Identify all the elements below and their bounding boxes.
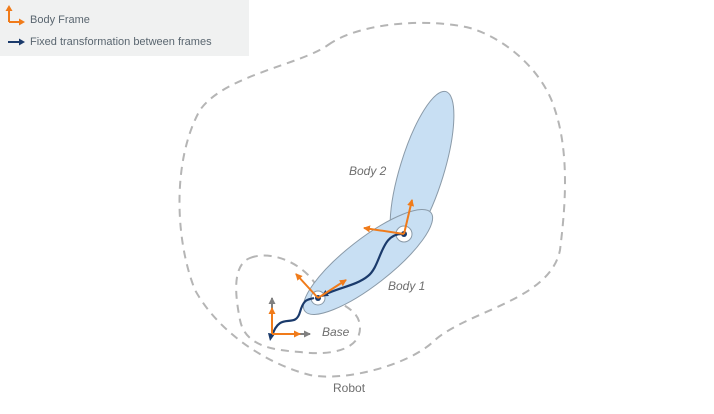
body-frame-legend-icon xyxy=(5,5,25,26)
body-2-label: Body 2 xyxy=(349,164,387,178)
body-2-frame-axes xyxy=(363,199,415,235)
legend-icons xyxy=(5,5,25,46)
legend: Body Frame Fixed transformation between … xyxy=(0,0,249,56)
robot-outline xyxy=(178,21,566,378)
base-label: Base xyxy=(322,325,350,339)
legend-transformation-label: Fixed transformation between frames xyxy=(30,36,212,48)
body-1-shape xyxy=(302,209,434,315)
transformation-base-to-body1 xyxy=(270,296,315,337)
body-1-frame-axes xyxy=(295,273,347,299)
robot-label: Robot xyxy=(333,381,366,395)
transformation-body1-to-body2 xyxy=(321,232,405,297)
legend-body-frame-label: Body Frame xyxy=(30,14,90,26)
base-frame-orange-axes xyxy=(268,307,301,338)
base-outline xyxy=(235,254,362,355)
transform-arrow-legend-icon xyxy=(8,38,25,46)
body-1-label: Body 1 xyxy=(388,279,425,293)
